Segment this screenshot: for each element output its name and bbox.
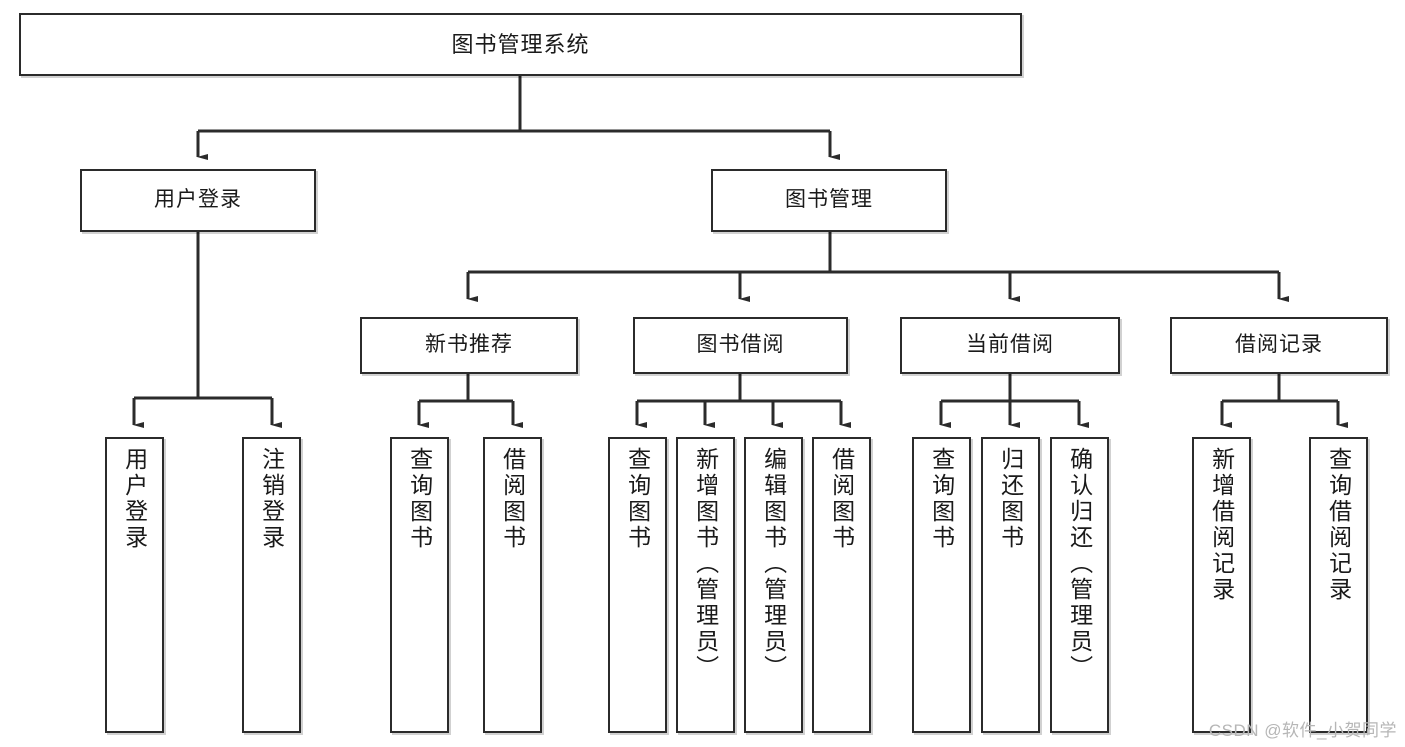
node-leaf-borrow-book[interactable]: 借阅图书 — [812, 437, 871, 733]
node-new-book-rec-label: 新书推荐 — [425, 333, 513, 357]
node-leaf-borrow-book-rec[interactable]: 借阅图书 — [483, 437, 542, 733]
node-leaf-query-book-current-label: 查询图书 — [928, 447, 955, 551]
node-borrow-record-label: 借阅记录 — [1235, 333, 1323, 357]
node-leaf-edit-book[interactable]: 编辑图书（管理员） — [744, 437, 803, 733]
node-leaf-confirm-return[interactable]: 确认归还（管理员） — [1050, 437, 1109, 733]
csdn-watermark: CSDN @软件_小贺同学 — [1208, 721, 1397, 740]
node-book-borrow-label: 图书借阅 — [696, 333, 785, 357]
node-leaf-query-book-borrow-label: 查询图书 — [624, 447, 651, 551]
node-leaf-add-book[interactable]: 新增图书（管理员） — [676, 437, 735, 733]
node-leaf-query-record[interactable]: 查询借阅记录 — [1309, 437, 1368, 733]
node-leaf-add-record[interactable]: 新增借阅记录 — [1192, 437, 1251, 733]
node-leaf-return-book[interactable]: 归还图书 — [981, 437, 1040, 733]
node-leaf-confirm-return-label: 确认归还（管理员） — [1066, 447, 1093, 681]
node-current-borrow[interactable]: 当前借阅 — [900, 317, 1120, 374]
node-user-login[interactable]: 用户登录 — [80, 169, 316, 232]
node-leaf-query-book-borrow[interactable]: 查询图书 — [608, 437, 667, 733]
node-leaf-add-record-label: 新增借阅记录 — [1208, 447, 1235, 603]
node-leaf-borrow-book-rec-label: 借阅图书 — [499, 447, 526, 551]
node-leaf-query-book-rec[interactable]: 查询图书 — [390, 437, 449, 733]
node-leaf-user-login[interactable]: 用户登录 — [105, 437, 164, 733]
node-leaf-return-book-label: 归还图书 — [997, 447, 1024, 551]
node-leaf-borrow-book-label: 借阅图书 — [828, 447, 855, 551]
node-current-borrow-label: 当前借阅 — [966, 333, 1054, 357]
node-book-manage-label: 图书管理 — [785, 188, 873, 212]
node-leaf-edit-book-label: 编辑图书（管理员） — [760, 447, 787, 681]
node-leaf-query-book-rec-label: 查询图书 — [406, 447, 433, 551]
node-leaf-add-book-label: 新增图书（管理员） — [692, 447, 719, 681]
node-user-login-label: 用户登录 — [154, 188, 242, 212]
node-borrow-record[interactable]: 借阅记录 — [1170, 317, 1388, 374]
node-leaf-user-logout-label: 注销登录 — [258, 447, 285, 551]
node-leaf-query-record-label: 查询借阅记录 — [1325, 447, 1352, 603]
node-leaf-user-logout[interactable]: 注销登录 — [242, 437, 301, 733]
node-book-manage[interactable]: 图书管理 — [711, 169, 947, 232]
node-root[interactable]: 图书管理系统 — [19, 13, 1022, 76]
node-book-borrow[interactable]: 图书借阅 — [633, 317, 848, 374]
node-root-label: 图书管理系统 — [451, 31, 590, 57]
node-leaf-query-book-current[interactable]: 查询图书 — [912, 437, 971, 733]
node-new-book-rec[interactable]: 新书推荐 — [360, 317, 578, 374]
node-leaf-user-login-label: 用户登录 — [121, 447, 148, 551]
